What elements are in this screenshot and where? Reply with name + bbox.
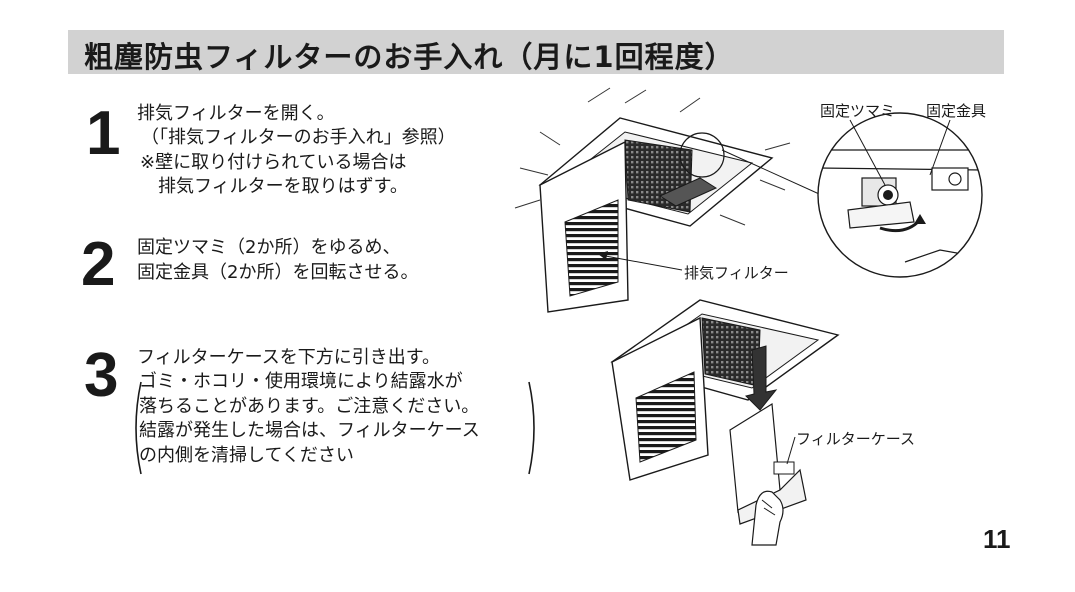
page-title: 粗塵防虫フィルターのお手入れ（月に1回程度） xyxy=(84,40,735,74)
step-3-line-3: 落ちることがあります。ご注意ください。 xyxy=(139,396,480,417)
label-filter-case: フィルターケース xyxy=(796,430,915,448)
step-1-line-3: ※壁に取り付けられている場合は xyxy=(140,152,407,173)
title-bar: 粗塵防虫フィルターのお手入れ（月に1回程度） xyxy=(68,30,1004,74)
step-1-line-2: （「排気フィルターのお手入れ」参照） xyxy=(141,127,456,148)
ventilator-unit-upper xyxy=(538,117,774,313)
step-3-line-5: の内側を清掃してください xyxy=(139,445,354,466)
label-bracket: 固定金具 xyxy=(926,102,987,120)
label-knob: 固定ツマミ xyxy=(820,102,896,120)
step-3-line-2: ゴミ・ホコリ・使用環境により結露水が xyxy=(139,371,463,392)
step-3-number: 3 xyxy=(84,341,119,410)
step-2-line-2: 固定金具（2か所）を回転させる。 xyxy=(137,262,419,283)
step-3-line-1: フィルターケースを下方に引き出す。 xyxy=(137,347,440,368)
step-1-line-1: 排気フィルターを開く。 xyxy=(137,103,335,124)
step-2-line-1: 固定ツマミ（2か所）をゆるめ、 xyxy=(137,237,401,258)
caution-brackets xyxy=(135,381,535,475)
step-1-line-4: 排気フィルターを取りはずす。 xyxy=(158,176,408,197)
page-number: 11 xyxy=(983,524,1011,554)
ceiling-hatching xyxy=(514,87,791,226)
step-2-number: 2 xyxy=(81,230,116,299)
label-exhaust-filter: 排気フィルター xyxy=(684,264,789,282)
zoom-detail xyxy=(817,112,983,278)
ventilator-unit-lower xyxy=(610,299,840,546)
step-3-line-4: 結露が発生した場合は、フィルターケース xyxy=(139,420,480,441)
step-1-number: 1 xyxy=(86,99,121,168)
